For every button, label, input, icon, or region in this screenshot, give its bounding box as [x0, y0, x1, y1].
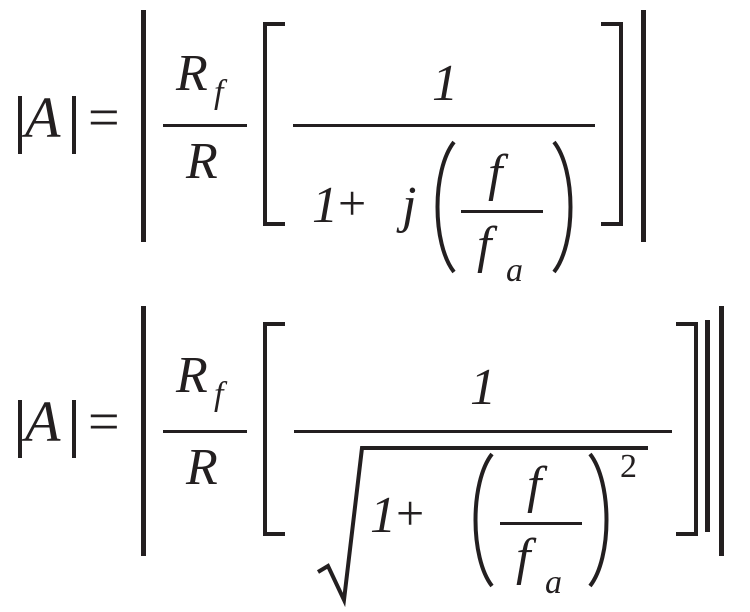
outer-abs-bar-right — [641, 10, 646, 242]
equation-2: A = R f R 1 1 + f f a 2 — [0, 300, 750, 612]
gain-denominator: R — [186, 439, 218, 496]
ratio-fraction-bar — [500, 522, 582, 525]
bracket-left-bottom — [263, 222, 285, 226]
bracket-right-vertical — [619, 22, 623, 226]
bracket-left-vertical — [263, 22, 267, 226]
bracket-right-bottom — [601, 222, 623, 226]
bracket-left-vertical — [263, 322, 267, 536]
main-numerator: 1 — [432, 55, 458, 112]
bracket-right-top — [601, 22, 623, 26]
equals-sign: = — [88, 87, 120, 149]
ratio-numerator: f — [527, 457, 542, 514]
outer-abs-bar-right-outer — [719, 306, 724, 556]
gain-fraction-bar — [163, 430, 247, 433]
bracket-left-bottom — [263, 532, 285, 536]
right-parenthesis — [552, 140, 573, 274]
ratio-denominator: f — [477, 217, 492, 274]
outer-abs-bar-left — [141, 306, 146, 556]
main-fraction-bar — [294, 430, 672, 433]
equals-sign: = — [88, 391, 120, 453]
left-parenthesis — [473, 452, 494, 588]
main-fraction-bar — [293, 124, 595, 127]
ratio-numerator: f — [488, 145, 503, 202]
right-parenthesis — [588, 452, 609, 588]
imaginary-unit: j — [402, 177, 417, 234]
gain-fraction-bar — [163, 124, 247, 127]
outer-abs-bar-left — [141, 10, 146, 242]
lhs-abs-bar-left — [18, 96, 22, 154]
bracket-left-top — [263, 322, 285, 326]
lhs-variable: A — [25, 389, 61, 454]
lhs-variable: A — [25, 85, 61, 150]
denominator-one: 1 — [312, 177, 338, 234]
left-parenthesis — [435, 140, 456, 274]
gain-numerator-subscript: f — [214, 376, 224, 413]
equation-1: A = R f R 1 1 + j f f a — [0, 0, 750, 300]
bracket-right-vertical — [694, 322, 698, 536]
ratio-denominator-subscript: a — [506, 252, 523, 289]
lhs-abs-bar-left — [18, 400, 22, 458]
gain-numerator: R — [176, 45, 208, 102]
gain-denominator: R — [186, 133, 218, 190]
outer-abs-bar-right-inner — [705, 320, 710, 532]
square-root-sign — [316, 446, 648, 608]
bracket-left-top — [263, 22, 285, 26]
gain-numerator: R — [176, 347, 208, 404]
bracket-right-top — [676, 322, 698, 326]
ratio-denominator-subscript: a — [545, 564, 562, 601]
bracket-right-bottom — [676, 532, 698, 536]
ratio-fraction-bar — [461, 210, 543, 213]
gain-numerator-subscript: f — [214, 74, 224, 111]
lhs-abs-bar-right — [72, 400, 76, 458]
main-numerator: 1 — [470, 359, 496, 416]
plus-sign: + — [338, 175, 367, 231]
lhs-abs-bar-right — [72, 96, 76, 154]
ratio-denominator: f — [516, 529, 531, 586]
exponent: 2 — [620, 448, 637, 485]
denominator-one: 1 — [370, 487, 396, 544]
plus-sign: + — [396, 485, 425, 541]
